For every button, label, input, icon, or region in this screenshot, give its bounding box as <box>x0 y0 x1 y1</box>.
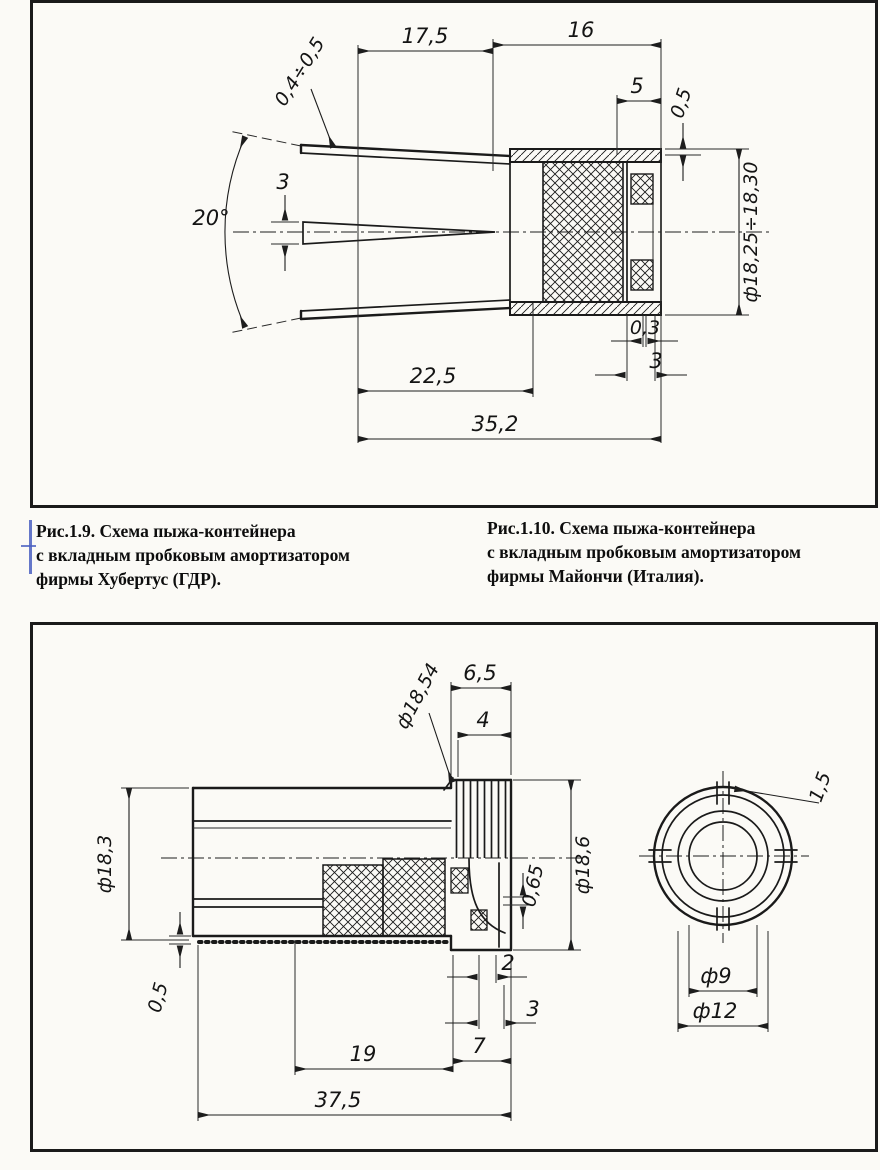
dim-dia-18-54: ф18,54 <box>391 660 444 733</box>
pen-margin-mark-vertical <box>29 520 32 574</box>
caption-1-9-line1: Схема пыжа-контейнера <box>99 521 296 541</box>
dim-6-5: 6,5 <box>463 661 496 685</box>
dim-0-65: 0,65 <box>518 863 548 909</box>
dim-1-5: 1,5 <box>805 769 836 805</box>
dim-0-5: 0,5 <box>666 85 696 121</box>
dim-0-3: 0,3 <box>630 317 660 339</box>
dim-22-5: 22,5 <box>410 364 457 388</box>
dim-dia-9: ф9 <box>700 964 731 988</box>
pen-margin-mark-horizontal <box>21 545 36 547</box>
dimension-lines <box>281 41 743 443</box>
dim-0-5-bottom: 0,5 <box>144 980 173 1015</box>
maionchi-container-drawing: 6,5 4 ф18,54 ф18,3 ф18,6 0,5 0,65 2 3 7 … <box>94 660 836 1121</box>
caption-fig-1-10: Рис.1.10. Схема пыжа-контейнера с вкладн… <box>487 516 872 588</box>
half-section-internals <box>192 858 506 948</box>
cork-block-2 <box>382 858 446 937</box>
dim-3-obturator: 3 <box>649 349 662 373</box>
caption-1-10-line3: фирмы Майончи (Италия). <box>487 566 704 587</box>
dim-3-slit: 3 <box>276 170 289 194</box>
dim-37-5: 37,5 <box>315 1088 362 1112</box>
dim-dia-18-3: ф18,3 <box>94 835 116 894</box>
dim-dia-12: ф12 <box>693 999 738 1023</box>
cork-block-1 <box>322 864 384 937</box>
obturator-section <box>626 161 662 303</box>
dim-dia-18-6: ф18,6 <box>572 836 594 895</box>
figure-number-1-9: Рис.1.9. <box>36 521 96 541</box>
caption-1-10-line2: с вкладным пробковым амортизатором <box>487 542 801 563</box>
figure-frame-bottom: 6,5 4 ф18,54 ф18,3 ф18,6 0,5 0,65 2 3 7 … <box>30 622 878 1152</box>
dim-2: 2 <box>501 951 514 975</box>
caption-1-9-line2: с вкладным пробковым амортизатором <box>36 545 350 566</box>
obturator-section-1 <box>450 867 469 894</box>
dim-angle-20: 20° <box>192 206 229 230</box>
dim-4: 4 <box>476 708 489 732</box>
figure-frame-top: 17,5 16 5 0,5 0,4÷0,5 3 20° ф18,25÷18,30… <box>30 0 878 508</box>
figure-number-1-10: Рис.1.10. <box>487 518 555 538</box>
dim-dia-18-25: ф18,25÷18,30 <box>740 162 762 303</box>
caption-1-10-line1: Схема пыжа-контейнера <box>559 518 756 538</box>
dim-5: 5 <box>630 74 643 98</box>
cork-absorber-section <box>542 161 624 303</box>
dim-0-4-0-5: 0,4÷0,5 <box>270 34 329 110</box>
side-view-outline <box>191 777 513 952</box>
hubertus-container-drawing: 17,5 16 5 0,5 0,4÷0,5 3 20° ф18,25÷18,30… <box>192 18 773 443</box>
dim-3-bottom: 3 <box>526 997 539 1021</box>
dimension-lines-bottom <box>125 684 575 1119</box>
dim-16: 16 <box>568 18 595 42</box>
dim-7: 7 <box>472 1034 486 1058</box>
caption-fig-1-9: Рис.1.9. Схема пыжа-контейнера с вкладны… <box>36 519 456 591</box>
dim-35-2: 35,2 <box>472 412 519 436</box>
dim-17-5: 17,5 <box>402 24 449 48</box>
ribbed-band <box>452 781 510 858</box>
end-view: 1,5 ф9 ф12 <box>639 769 836 1032</box>
caption-1-9-line3: фирмы Хубертус (ГДР). <box>36 569 221 590</box>
dim-19: 19 <box>350 1042 377 1066</box>
angle-construction <box>224 130 302 334</box>
dimension-labels: 17,5 16 5 0,5 0,4÷0,5 3 20° ф18,25÷18,30… <box>192 18 762 436</box>
